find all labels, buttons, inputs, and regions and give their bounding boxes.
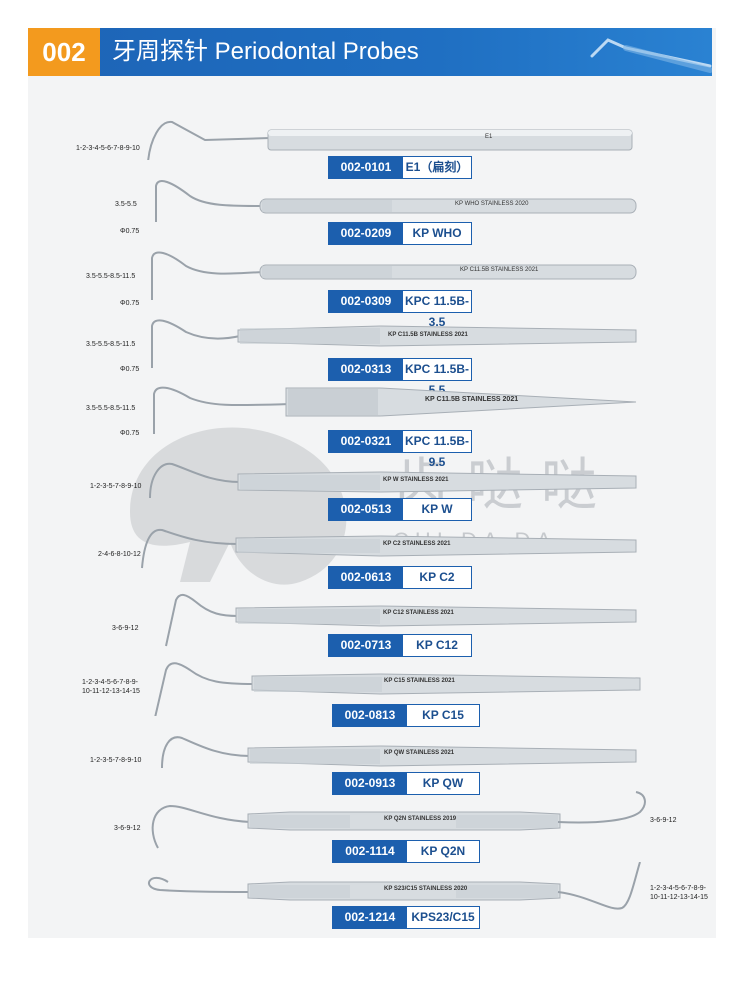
- section-number-badge: 002: [28, 28, 100, 76]
- product-code: 002-0613: [329, 567, 403, 588]
- product-label: 002-0321 KPC 11.5B-9.5: [328, 430, 472, 469]
- markings-text: 1-2-3-5-7-8-9-10: [90, 757, 142, 764]
- product-code: 002-0101: [329, 157, 403, 178]
- markings-text: 3-6-9-12: [112, 625, 139, 632]
- markings-text: 1-2-3-4-5-6-7-8-9-10: [76, 145, 140, 152]
- engraving-text: KP WHO STAINLESS 2020: [455, 201, 529, 207]
- probe-illustration: [147, 862, 641, 910]
- engraving-text: KP C11.5B STAINLESS 2021: [425, 396, 519, 403]
- engraving-text: KP S23/C15 STAINLESS 2020: [384, 886, 468, 892]
- probe-illustration: [161, 736, 637, 769]
- engraving-text: KP C11.5B STAINLESS 2021: [460, 267, 539, 273]
- product-name: KP QW: [422, 776, 464, 790]
- product-name: KP C12: [416, 638, 458, 652]
- product-label: 002-0913 KP QW: [332, 772, 480, 795]
- probe-illustration: [153, 386, 637, 434]
- product-code: 002-0321: [329, 431, 403, 452]
- product-name: KP W: [421, 502, 453, 516]
- markings-text: 3.5-5.5: [115, 201, 137, 208]
- product-label: 002-0813 KP C15: [332, 704, 480, 727]
- product-name: KPC 11.5B-3.5: [404, 294, 470, 329]
- probe-illustration: [141, 528, 637, 569]
- product-name: KPS23/C15: [411, 910, 475, 924]
- markings-text: 2-4-6-8-10-12: [98, 551, 141, 558]
- engraving-text: E1: [485, 134, 493, 140]
- product-name: KP WHO: [412, 226, 462, 240]
- markings-text: 3-6-9-12: [114, 825, 141, 832]
- probe-illustration: [165, 594, 637, 647]
- engraving-text: KP QW STAINLESS 2021: [384, 750, 455, 756]
- product-code: 002-0813: [333, 705, 407, 726]
- product-code: 002-1114: [333, 841, 407, 862]
- markings-text: 3.5-5.5-8.5-11.5: [86, 405, 136, 412]
- diameter-text: Φ0.75: [120, 300, 140, 307]
- markings-text: 3.5-5.5-8.5-11.5: [86, 273, 136, 280]
- product-label: 002-0713 KP C12: [328, 634, 472, 657]
- markings-text: 1-2-3-5-7-8-9-10: [90, 483, 142, 490]
- probe-illustration: [151, 319, 637, 368]
- product-code: 002-0309: [329, 291, 403, 312]
- product-code: 002-0913: [333, 773, 407, 794]
- probe-illustration: [154, 662, 641, 716]
- product-label: 002-0101 E1（扁刻）: [328, 156, 472, 179]
- probe-illustration: [151, 251, 637, 300]
- probe-illustration: [155, 180, 637, 222]
- product-name: KP Q2N: [420, 844, 466, 858]
- product-name: KP C15: [422, 708, 464, 722]
- engraving-text: KP C11.5B STAINLESS 2021: [388, 332, 468, 338]
- product-name: E1（扁刻）: [405, 160, 469, 174]
- engraving-text: KP C2 STAINLESS 2021: [383, 541, 451, 547]
- product-label: 002-1214 KPS23/C15: [332, 906, 480, 929]
- product-label: 002-0309 KPC 11.5B-3.5: [328, 290, 472, 329]
- product-label: 002-0613 KP C2: [328, 566, 472, 589]
- product-name: KPC 11.5B-9.5: [404, 434, 470, 469]
- section-title: 牙周探针 Periodontal Probes: [112, 38, 419, 65]
- product-code: 002-1214: [333, 907, 407, 928]
- product-code: 002-0513: [329, 499, 403, 520]
- diameter-text: Φ0.75: [120, 366, 140, 373]
- probe-illustration: [149, 462, 637, 499]
- product-code: 002-0713: [329, 635, 403, 656]
- diameter-text: Φ0.75: [120, 430, 140, 437]
- product-name: KP C2: [419, 570, 455, 584]
- product-label: 002-1114 KP Q2N: [332, 840, 480, 863]
- product-label: 002-0209 KP WHO: [328, 222, 472, 245]
- product-code: 002-0313: [329, 359, 403, 380]
- markings-right-text: 1-2-3-4-5-6-7-8-9- 10-11-12-13-14-15: [650, 885, 708, 901]
- markings-right-text: 3-6-9-12: [650, 817, 677, 824]
- probe-illustration: [147, 120, 633, 160]
- diameter-text: Φ0.75: [120, 228, 140, 235]
- product-code: 002-0209: [329, 223, 403, 244]
- probe-illustration: [151, 791, 646, 849]
- engraving-text: KP Q2N STAINLESS 2019: [384, 816, 457, 822]
- markings-text: 1-2-3-4-5-6-7-8-9- 10-11-12-13-14-15: [82, 679, 140, 695]
- product-label: 002-0513 KP W: [328, 498, 472, 521]
- header-probe-icon: [590, 38, 712, 73]
- engraving-text: KP C15 STAINLESS 2021: [384, 678, 455, 684]
- markings-text: 3.5-5.5-8.5-11.5: [86, 341, 136, 348]
- engraving-text: KP C12 STAINLESS 2021: [383, 610, 454, 616]
- engraving-text: KP W STAINLESS 2021: [383, 477, 449, 483]
